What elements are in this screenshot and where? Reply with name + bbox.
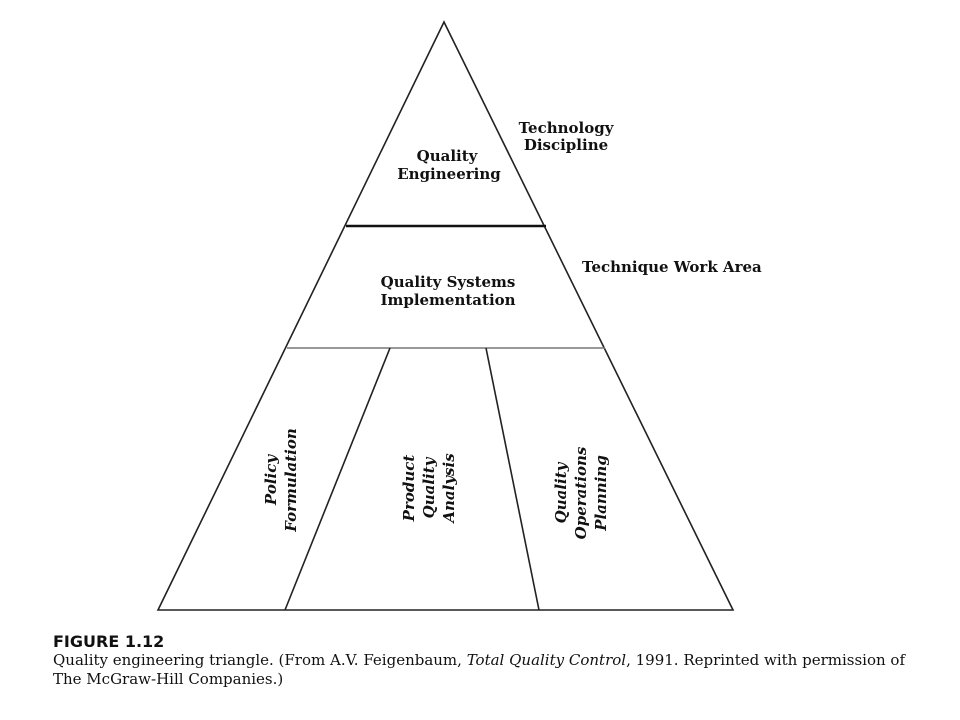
bottom-section-quality-operations-planning: Quality Operations Planning bbox=[552, 446, 610, 539]
caption-text-before: Quality engineering triangle. (From A.V.… bbox=[53, 651, 467, 669]
bottom-section-2-line2: Quality bbox=[420, 456, 438, 518]
figure-caption: FIGURE 1.12 Quality engineering triangle… bbox=[53, 632, 913, 689]
bottom-section-policy-formulation: Policy Formulation bbox=[262, 428, 300, 532]
side-label-technology: Technology bbox=[519, 119, 615, 137]
bottom-section-3-line3: Planning bbox=[592, 455, 610, 532]
side-label-technique-work-area: Technique Work Area bbox=[582, 258, 762, 276]
bottom-section-2-line3: Analysis bbox=[440, 453, 458, 525]
caption-text-after: , 1991. Reprinted with permission of The… bbox=[53, 651, 905, 688]
bottom-divider-right bbox=[485, 347, 540, 611]
middle-label-line1: Quality Systems bbox=[381, 273, 516, 291]
bottom-section-3-line1: Quality bbox=[552, 461, 570, 523]
apex-label-line2: Engineering bbox=[397, 165, 501, 183]
figure-label: FIGURE 1.12 bbox=[53, 632, 165, 651]
apex-label-line1: Quality bbox=[417, 147, 479, 165]
caption-book-title: Total Quality Control bbox=[466, 651, 627, 669]
bottom-section-1-line2: Formulation bbox=[282, 428, 300, 532]
bottom-section-2-line1: Product bbox=[400, 455, 418, 523]
bottom-section-1-line1: Policy bbox=[262, 454, 280, 506]
bottom-divider-left bbox=[284, 347, 391, 611]
bottom-section-product-quality-analysis: Product Quality Analysis bbox=[400, 453, 458, 525]
triangle-outline bbox=[156, 20, 735, 611]
middle-label-line2: Implementation bbox=[380, 291, 515, 309]
bottom-section-3-line2: Operations bbox=[572, 446, 590, 539]
side-label-discipline: Discipline bbox=[524, 136, 608, 154]
